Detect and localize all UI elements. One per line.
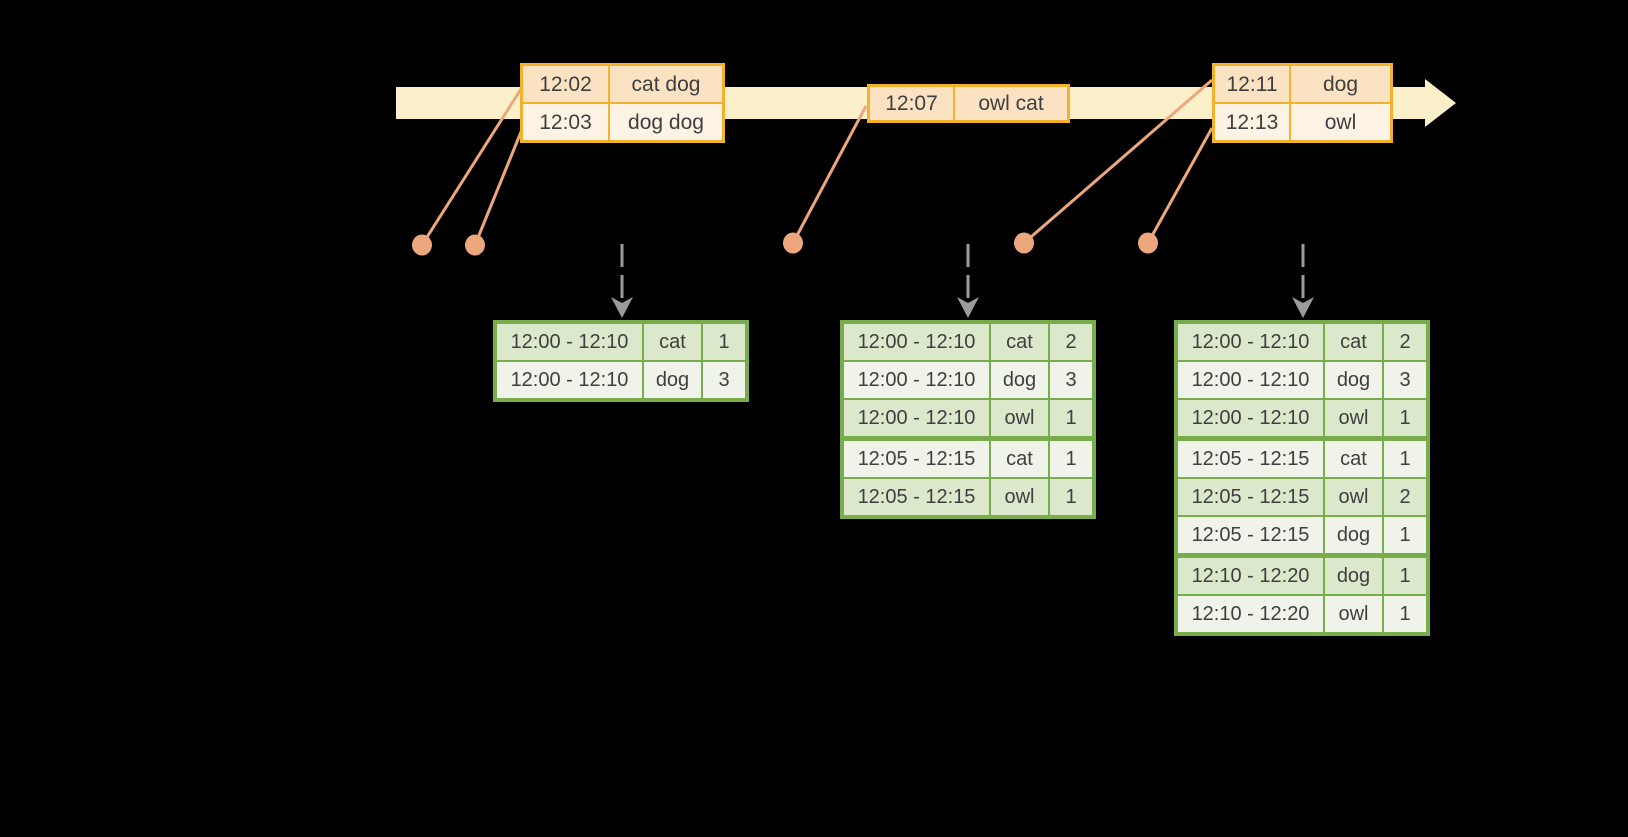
word-cell: owl [1325,479,1382,515]
count-cell: 1 [1384,596,1426,632]
result-row: 12:00 - 12:10 cat 2 [844,324,1092,360]
window-cell: 12:00 - 12:10 [1178,362,1323,398]
window-cell: 12:00 - 12:10 [844,324,989,360]
window-cell: 12:05 - 12:15 [1178,479,1323,515]
event-connector-lines [420,78,1214,246]
result-table: 12:00 - 12:10 cat 2 12:00 - 12:10 dog 3 … [840,320,1096,519]
window-cell: 12:00 - 12:10 [1178,324,1323,360]
event-words-cell: dog dog [610,104,722,140]
result-row: 12:05 - 12:15 cat 1 [844,441,1092,477]
count-cell: 1 [1384,441,1426,477]
count-cell: 1 [1384,517,1426,553]
event-words-cell: owl cat [955,87,1067,120]
event-connector-line [1023,78,1213,245]
word-cell: owl [1325,400,1382,436]
result-row: 12:00 - 12:10 cat 1 [497,324,745,360]
word-cell: cat [991,324,1048,360]
count-cell: 1 [1384,400,1426,436]
event-time-cell: 12:02 [523,66,608,102]
window-cell: 12:00 - 12:10 [497,324,642,360]
count-cell: 3 [703,362,745,398]
result-row: 12:05 - 12:15 owl 2 [1178,479,1426,515]
event-row: 12:13 owl [1215,104,1390,140]
result-row: 12:05 - 12:15 owl 1 [844,479,1092,515]
count-cell: 1 [703,324,745,360]
event-dot-icon [465,234,485,256]
result-row: 12:00 - 12:10 dog 3 [1178,362,1426,398]
window-cell: 12:00 - 12:10 [1178,400,1323,436]
word-cell: owl [991,400,1048,436]
count-cell: 3 [1384,362,1426,398]
window-cell: 12:10 - 12:20 [1178,596,1323,632]
event-table: 12:11 dog 12:13 owl [1212,63,1393,143]
trigger-arrowhead-icon [1292,297,1314,318]
word-cell: cat [991,441,1048,477]
window-cell: 12:05 - 12:15 [1178,517,1323,553]
result-row: 12:00 - 12:10 owl 1 [1178,400,1426,436]
window-cell: 12:05 - 12:15 [1178,441,1323,477]
result-row: 12:00 - 12:10 dog 3 [844,362,1092,398]
window-cell: 12:10 - 12:20 [1178,558,1323,594]
event-connector-line [791,105,868,244]
word-cell: dog [1325,558,1382,594]
word-cell: owl [991,479,1048,515]
count-cell: 2 [1050,324,1092,360]
count-cell: 1 [1050,400,1092,436]
event-marker-dots [412,232,1158,256]
result-row: 12:10 - 12:20 owl 1 [1178,596,1426,632]
window-cell: 12:05 - 12:15 [844,441,989,477]
result-row: 12:00 - 12:10 owl 1 [844,400,1092,436]
event-words-cell: cat dog [610,66,722,102]
trigger-arrowhead-icon [957,297,979,318]
word-cell: cat [1325,324,1382,360]
word-cell: cat [644,324,701,360]
event-row: 12:03 dog dog [523,104,722,140]
count-cell: 1 [1384,558,1426,594]
event-time-cell: 12:13 [1215,104,1289,140]
event-connector-line [420,88,523,246]
result-row: 12:00 - 12:10 dog 3 [497,362,745,398]
trigger-arrowhead-icon [611,297,633,318]
word-cell: dog [991,362,1048,398]
word-cell: dog [1325,362,1382,398]
event-time-cell: 12:03 [523,104,608,140]
window-cell: 12:00 - 12:10 [844,362,989,398]
event-words-cell: dog [1291,66,1390,102]
word-cell: dog [644,362,701,398]
result-row: 12:10 - 12:20 dog 1 [1178,558,1426,594]
timeline-arrowhead-icon [1425,79,1456,127]
word-cell: owl [1325,596,1382,632]
window-cell: 12:00 - 12:10 [844,400,989,436]
event-connector-line [473,126,525,246]
event-row: 12:11 dog [1215,66,1390,102]
event-row: 12:07 owl cat [870,87,1067,120]
window-cell: 12:05 - 12:15 [844,479,989,515]
count-cell: 3 [1050,362,1092,398]
event-table: 12:02 cat dog 12:03 dog dog [520,63,725,143]
event-words-cell: owl [1291,104,1390,140]
count-cell: 2 [1384,479,1426,515]
event-dot-icon [412,234,432,256]
event-dot-icon [1014,232,1034,254]
event-table: 12:07 owl cat [867,84,1070,123]
result-row: 12:00 - 12:10 cat 2 [1178,324,1426,360]
trigger-arrows [611,244,1314,318]
count-cell: 1 [1050,441,1092,477]
result-table: 12:00 - 12:10 cat 2 12:00 - 12:10 dog 3 … [1174,320,1430,636]
word-cell: cat [1325,441,1382,477]
event-time-cell: 12:07 [870,87,953,120]
result-row: 12:05 - 12:15 dog 1 [1178,517,1426,553]
window-cell: 12:00 - 12:10 [497,362,642,398]
count-cell: 2 [1384,324,1426,360]
event-row: 12:02 cat dog [523,66,722,102]
result-table: 12:00 - 12:10 cat 1 12:00 - 12:10 dog 3 [493,320,749,402]
event-connector-line [1146,127,1214,244]
event-dot-icon [1138,232,1158,254]
count-cell: 1 [1050,479,1092,515]
word-cell: dog [1325,517,1382,553]
result-row: 12:05 - 12:15 cat 1 [1178,441,1426,477]
event-time-cell: 12:11 [1215,66,1289,102]
event-dot-icon [783,232,803,254]
